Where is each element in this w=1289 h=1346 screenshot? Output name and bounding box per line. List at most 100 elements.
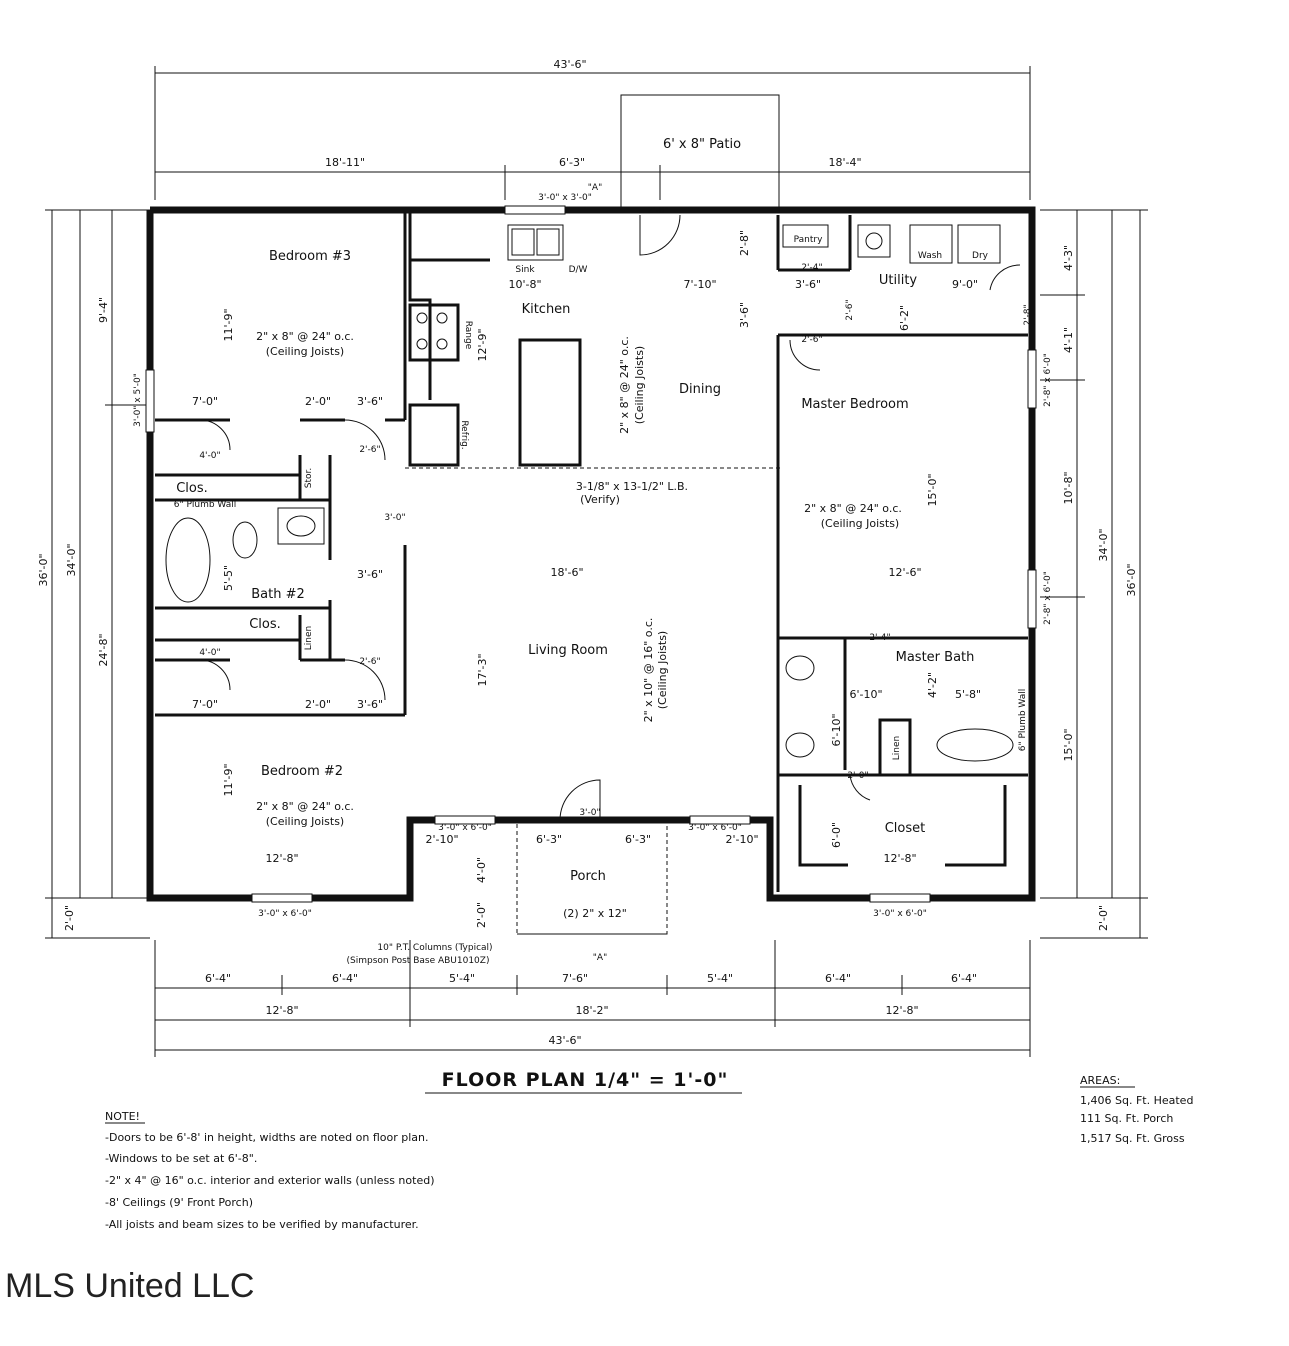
living-joist-2: (Ceiling Joists) <box>656 631 669 709</box>
stor-label: Stor. <box>304 468 314 488</box>
right-dimensions: 4'-3" 4'-1" 10'-8" 15'-0" 34'-0" 36'-0" … <box>1040 209 1148 939</box>
dim-closet-door: 2'-0" <box>847 771 868 781</box>
dim-left-bottom: 2'-0" <box>63 905 76 931</box>
dim-porch-h: 4'-0" <box>475 857 488 883</box>
dim-porch-h2: 2'-0" <box>475 902 488 928</box>
dim-porch-w1: 6'-3" <box>536 833 562 846</box>
beam-label-2: (Verify) <box>580 493 620 506</box>
dim-living-h: 17'-3" <box>476 653 489 686</box>
dim-b2-door: 2'-6" <box>359 657 380 667</box>
dining-label: Dining <box>679 382 721 397</box>
dim-bot2-2: 18'-2" <box>575 1004 608 1017</box>
dim-b2-w3: 3'-6" <box>357 698 383 711</box>
dim-right-d: 15'-0" <box>1062 728 1075 761</box>
dim-left-lower: 24'-8" <box>97 633 110 666</box>
dim-bot-7: 6'-4" <box>951 972 977 985</box>
bedroom2-label: Bedroom #2 <box>261 764 343 779</box>
dim-bath2-w: 3'-6" <box>357 568 383 581</box>
note-item: -Doors to be 6'-8' in height, widths are… <box>105 1131 428 1144</box>
dim-left-36: 36'-0" <box>37 553 50 586</box>
dim-pantry-door: 2'-4" <box>801 263 822 273</box>
win-mb2: 2'-8" x 6'-0" <box>1043 571 1053 625</box>
bedroom2-joist-2: (Ceiling Joists) <box>266 815 344 828</box>
dim-overall-width-bottom: 43'-6" <box>548 1034 581 1047</box>
note-item: -8' Ceilings (9' Front Porch) <box>105 1196 253 1209</box>
dim-bot-3: 5'-4" <box>449 972 475 985</box>
dim-kitchen-w2: 7'-10" <box>683 278 716 291</box>
dim-bot-4: 7'-6" <box>562 972 588 985</box>
columns-label-2: (Simpson Post Base ABU1010Z) <box>347 956 490 966</box>
dim-b2-w2: 2'-0" <box>305 698 331 711</box>
area-heated: 1,406 Sq. Ft. Heated <box>1080 1094 1193 1107</box>
dim-top-left: 18'-11" <box>325 156 365 169</box>
sect-a-top: "A" <box>588 183 602 193</box>
dim-master-door: 2'-6" <box>801 335 822 345</box>
win-porch-r: 3'-0" x 6'-0" <box>688 823 742 833</box>
dim-overall-width-top: 43'-6" <box>553 58 586 71</box>
dim-pantry-h: 3'-6" <box>738 302 751 328</box>
dim-b3-door: 2'-6" <box>359 445 380 455</box>
win-b2: 3'-0" x 6'-0" <box>258 909 312 919</box>
dim-master-h: 15'-0" <box>926 473 939 506</box>
win-mb1: 2'-8" x 6'-0" <box>1043 353 1053 407</box>
dim-master-w: 12'-6" <box>888 566 921 579</box>
clos-b2-label: Clos. <box>249 617 281 632</box>
win-closet: 3'-0" x 6'-0" <box>873 909 927 919</box>
dim-kitchen-side: 2'-8" <box>738 230 751 256</box>
wash-label: Wash <box>918 251 942 261</box>
win-porch-l: 3'-0" x 6'-0" <box>438 823 492 833</box>
patio: 6' x 8" Patio <box>620 94 780 208</box>
dim-right-c: 10'-8" <box>1062 471 1075 504</box>
bedroom3-joist-2: (Ceiling Joists) <box>266 345 344 358</box>
windows <box>145 205 1037 903</box>
patio-label: 6' x 8" Patio <box>663 137 741 152</box>
dim-patio-door: 2'-8" <box>647 206 668 216</box>
note-item: -All joists and beam sizes to be verifie… <box>105 1218 419 1231</box>
dw-label: D/W <box>569 265 588 275</box>
dim-bot-2: 6'-4" <box>332 972 358 985</box>
notes-block: NOTE! -Doors to be 6'-8' in height, widt… <box>105 1110 434 1231</box>
plan-title: FLOOR PLAN 1/4" = 1'-0" <box>442 1069 729 1091</box>
sect-a-bot: "A" <box>593 953 607 963</box>
plumb-wall-mb: 6" Plumb Wall <box>1018 689 1028 752</box>
bedroom3-joist-1: 2" x 8" @ 24" o.c. <box>256 330 354 343</box>
dim-b3-width: 7'-0" <box>192 395 218 408</box>
dim-bot2-1: 12'-8" <box>265 1004 298 1017</box>
pantry-label: Pantry <box>794 235 823 245</box>
dim-top-right: 18'-4" <box>828 156 861 169</box>
dim-right-34: 34'-0" <box>1097 528 1110 561</box>
dim-right-a: 4'-3" <box>1062 245 1075 271</box>
win-top-label: 3'-0" x 3'-0" <box>538 193 592 203</box>
dim-porch-r: 2'-10" <box>725 833 758 846</box>
master-joist-2: (Ceiling Joists) <box>821 517 899 530</box>
dim-bot-1: 6'-4" <box>205 972 231 985</box>
porch-beam-label: (2) 2" x 12" <box>563 907 627 920</box>
dim-closet-h: 6'-0" <box>830 822 843 848</box>
area-porch: 111 Sq. Ft. Porch <box>1080 1112 1173 1125</box>
dim-closet-w: 12'-8" <box>883 852 916 865</box>
beam-label-1: 3-1/8" x 13-1/2" L.B. <box>576 480 688 493</box>
master-bed-label: Master Bedroom <box>801 397 908 412</box>
kitchen-joist-1: 2" x 8" @ 24" o.c. <box>618 336 631 434</box>
dim-top-mid: 6'-3" <box>559 156 585 169</box>
master-joist-1: 2" x 8" @ 24" o.c. <box>804 502 902 515</box>
dim-mbath-w2: 5'-8" <box>955 688 981 701</box>
living-joist-1: 2" x 10" @ 16" o.c. <box>642 618 655 723</box>
dim-b3-clos: 4'-0" <box>199 451 220 461</box>
dim-right-bottom: 2'-0" <box>1097 905 1110 931</box>
dim-porch-l: 2'-10" <box>425 833 458 846</box>
notes-heading: NOTE! <box>105 1110 140 1123</box>
dim-right-b: 4'-1" <box>1062 327 1075 353</box>
areas-heading: AREAS: <box>1080 1074 1120 1087</box>
linen-mb-label: Linen <box>892 736 902 760</box>
dim-mbath-h2: 6'-10" <box>830 713 843 746</box>
room-labels: Bedroom #3 2" x 8" @ 24" o.c. (Ceiling J… <box>133 183 1053 966</box>
dim-left-34: 34'-0" <box>65 543 78 576</box>
note-item: -2" x 4" @ 16" o.c. interior and exterio… <box>105 1174 434 1187</box>
dim-kitchen-w: 10'-8" <box>508 278 541 291</box>
dim-b2-clos: 4'-0" <box>199 648 220 658</box>
dim-bot2-3: 12'-8" <box>885 1004 918 1017</box>
dim-b3-depth: 11'-9" <box>222 308 235 341</box>
columns-label-1: 10" P.T. Columns (Typical) <box>377 943 492 953</box>
dim-bot-6: 6'-4" <box>825 972 851 985</box>
